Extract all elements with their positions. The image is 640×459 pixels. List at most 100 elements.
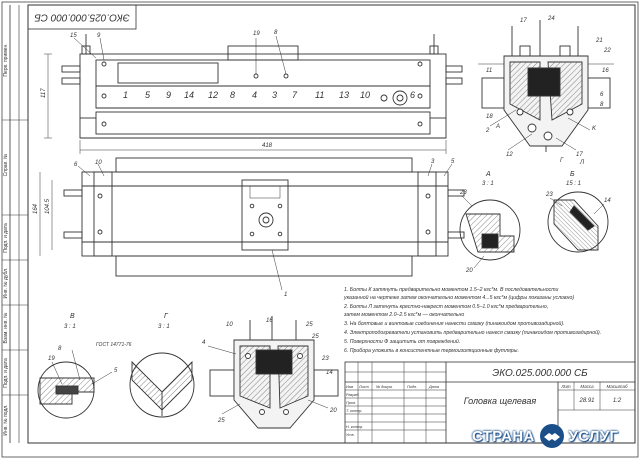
callout: 15 (70, 33, 77, 39)
scale-value: 1:2 (613, 398, 622, 404)
dimension-label: 164 (33, 203, 39, 214)
view-d (207, 316, 339, 429)
title-block-text: ЭКО.025.000.000 СБ Головка щелевая Лит М… (346, 368, 628, 437)
callout: 20 (465, 268, 473, 274)
slot-number: 5 (145, 90, 151, 100)
front-view (44, 34, 463, 154)
callout: 6 (74, 162, 78, 168)
callout: 23 (545, 192, 553, 198)
slot-number: 4 (252, 90, 257, 100)
stamp-label-7: Инв. № подл. (3, 404, 9, 435)
callout: 18 (486, 114, 493, 120)
lit-header: Лит (560, 384, 571, 389)
slot-number: 1 (123, 90, 128, 100)
callout: 14 (326, 370, 333, 376)
row-label: Лист (358, 385, 369, 389)
note-line: 5. Поверхности Ф защитить от повреждений… (344, 338, 460, 345)
front-view-labels: 1 5 9 14 12 8 4 3 7 11 13 10 6 418 117 1… (41, 30, 415, 149)
watermark-text-left: СТРАНА (472, 427, 535, 445)
detail-letter: В (70, 313, 75, 320)
slot-number: 9 (166, 90, 171, 100)
watermark-text-right: УСЛУГ (568, 427, 619, 445)
stamp-label-5: Взам. инв. № (3, 313, 9, 344)
note-line: указанной на чертеже затем окончательно … (343, 294, 574, 301)
note-line: 6. Прибора уложить в консистентные термо… (344, 348, 519, 354)
section-view-labels: 17 24 11 21 22 16 6 8 18 12 2 17 K Г Л А (485, 16, 611, 166)
dimension-label: 117 (41, 88, 47, 98)
note-line: 3. На болтовые и винтовые соединения нан… (344, 320, 565, 327)
dimension-label: 104.5 (45, 198, 51, 214)
mass-value: 28.91 (578, 398, 594, 404)
callout: 17 (520, 18, 527, 24)
detail-letter: Г (164, 313, 169, 320)
callout: 24 (547, 16, 555, 22)
slot-number: 12 (208, 90, 218, 100)
callout: 8 (58, 346, 62, 352)
stamp-label-3: Подп. и дата (3, 223, 9, 253)
detail-scale: 3 : 1 (158, 324, 170, 330)
view-d-labels: 4 10 16 25 25 23 14 25 20 (202, 318, 337, 424)
stamp-label-6: Подп. и дата (3, 358, 9, 388)
row-label: № докум. (376, 385, 393, 389)
plan-view-labels: 6 10 3 5 1 164 104.5 (33, 159, 455, 298)
callout: 20 (329, 408, 337, 414)
callout: 22 (603, 48, 611, 54)
callout: 9 (97, 33, 101, 39)
detail-letter: Б (570, 171, 575, 178)
slot-number: 11 (315, 90, 324, 100)
callout: K (592, 126, 597, 132)
row-label: Пров. (346, 401, 356, 405)
row-label: Т. контр. (346, 409, 362, 413)
callout: 1 (284, 292, 287, 298)
detail-a (459, 195, 521, 269)
detail-g (129, 352, 195, 418)
callout: 8 (274, 30, 278, 36)
drawing-name: Головка щелевая (464, 396, 537, 406)
callout: 19 (48, 356, 55, 362)
callout: 5 (114, 368, 118, 374)
detail-scale: 3 : 1 (64, 324, 76, 330)
scale-header: Масштаб (606, 384, 627, 389)
slot-number: 8 (230, 90, 235, 100)
callout: 5 (451, 159, 455, 165)
row-label: Разраб. (346, 393, 360, 397)
callout: 12 (506, 152, 513, 158)
detail-b-labels: Б 15 : 1 23 14 (545, 171, 611, 204)
mass-header: Масса (580, 384, 594, 389)
watermark: СТРАНА УСЛУГ (472, 419, 632, 453)
technical-notes: 1. Болты К затянуть предварительно момен… (343, 287, 601, 354)
side-stamp: Перв. примен. Справ. № Подп. и дата Инв.… (2, 5, 28, 443)
row-label: Подп. (407, 385, 417, 389)
stamp-label-1: Перв. примен. (3, 43, 9, 76)
callout: 8 (600, 102, 604, 108)
slot-number: 3 (272, 90, 277, 100)
callout: 23 (459, 190, 467, 196)
callout: 4 (202, 340, 206, 346)
slot-number: 6 (410, 90, 415, 100)
callout: 10 (226, 322, 233, 328)
note-line: затем моментом 2.0–2.5 кгс*м — окончател… (343, 312, 464, 318)
note-line: 1. Болты К затянуть предварительно момен… (344, 287, 559, 293)
slot-number: 14 (184, 90, 194, 100)
gost-note: ГОСТ 14771-76 (96, 342, 132, 348)
slot-number: 7 (292, 90, 298, 100)
row-label: Н. контр. (346, 425, 363, 429)
detail-letter: А (485, 171, 491, 178)
row-label: Дата (428, 385, 439, 389)
callout: Л (579, 160, 585, 166)
callout: 11 (486, 68, 492, 74)
drawing-designation: ЭКО.025.000.000 СБ (492, 368, 588, 379)
callout: 6 (600, 92, 604, 98)
detail-a-labels: А 3 : 1 23 20 (459, 171, 494, 274)
slot-number: 10 (360, 90, 370, 100)
stamp-label-2: Справ. № (3, 154, 9, 177)
callout: 21 (595, 38, 603, 44)
callout: А (495, 124, 500, 130)
callout: 3 (431, 159, 435, 165)
callout: 2 (485, 128, 490, 134)
detail-v (37, 349, 113, 419)
handshake-icon (539, 424, 564, 448)
callout: 17 (576, 152, 583, 158)
